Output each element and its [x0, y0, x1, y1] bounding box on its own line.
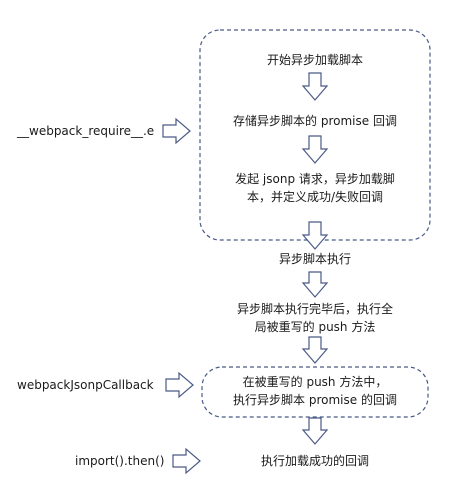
step-execute-script: 异步脚本执行 — [278, 252, 351, 266]
side-label-webpack-jsonp-callback: webpackJsonpCallback — [17, 378, 154, 392]
down-arrow-icon — [301, 417, 329, 445]
group-box-callback — [201, 366, 429, 418]
group-box-load — [199, 29, 431, 241]
step-call-push: 异步脚本执行完毕后，执行全 局被重写的 push 方法 — [236, 302, 393, 334]
step-execute-promise-callback: 在被重写的 push 方法中， 执行异步脚本 promise 的回调 — [233, 375, 397, 407]
right-arrow-icon — [165, 371, 194, 399]
right-arrow-icon — [172, 447, 201, 475]
side-label-import-then: import().then() — [75, 454, 165, 468]
down-arrow-icon — [301, 271, 329, 298]
step-start-async-load: 开始异步加载脚本 — [266, 53, 363, 67]
step-load-success-callback: 执行加载成功的回调 — [260, 454, 369, 468]
step-jsonp-request: 发起 jsonp 请求，异步加载脚 本，并定义成功/失败回调 — [235, 172, 395, 204]
right-arrow-icon — [162, 117, 191, 145]
down-arrow-icon — [301, 72, 329, 101]
down-arrow-icon — [301, 221, 329, 250]
step-store-promise: 存储异步脚本的 promise 回调 — [233, 114, 397, 128]
down-arrow-icon — [301, 336, 329, 364]
side-label-webpack-require-e: __webpack_require__.e — [17, 124, 155, 138]
down-arrow-icon — [301, 135, 329, 164]
